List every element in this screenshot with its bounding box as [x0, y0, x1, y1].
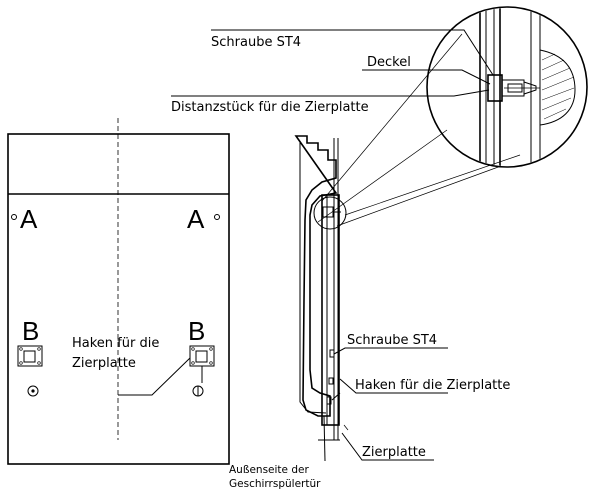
side-hook-marker-2 [326, 396, 332, 405]
door-outer-profile [294, 135, 338, 417]
front-view: A A B B [7, 118, 230, 465]
hook-bracket-right [189, 345, 215, 383]
side-screw-marker [329, 349, 335, 358]
hooks-label-side: Haken für die Zierplatte [355, 378, 510, 393]
side-hook-marker [328, 377, 334, 385]
screw-right [192, 385, 204, 397]
front-hole-a-right [214, 214, 220, 220]
hook-bracket-left [17, 345, 43, 367]
screw-left [27, 385, 39, 397]
cover-leader [362, 69, 491, 85]
letter-a-right: A [187, 204, 205, 234]
outside-leader [323, 415, 326, 462]
hooks-label-front-line2: Zierplatte [72, 356, 136, 371]
hooks-label-front-line1: Haken für die [72, 336, 159, 351]
letter-b-right: B [188, 316, 205, 346]
cover-label: Deckel [367, 55, 411, 70]
detail-view: Schraube ST4 Deckel Distanzstück für die… [171, 6, 588, 227]
front-panel-outline [7, 133, 230, 465]
decor-panel-side [321, 194, 340, 426]
panel-label: Zierplatte [362, 445, 426, 460]
outside-label-line1: Außenseite der [229, 464, 309, 476]
letter-a-left: A [20, 204, 38, 234]
screw-leader-side [333, 347, 448, 355]
detail-ref-circle [313, 196, 347, 230]
hooks-leader-front [118, 357, 191, 396]
outside-label-line2: Geschirrspülertür [229, 478, 321, 490]
spacer-leader [171, 89, 490, 97]
letter-b-left: B [22, 316, 39, 346]
door-inner-profile [299, 142, 327, 414]
screw-label-top: Schraube ST4 [211, 35, 301, 50]
screw-leader-top [211, 29, 494, 76]
hooks-leader-side [339, 378, 448, 394]
spacer-label: Distanzstück für die Zierplatte [171, 100, 369, 115]
screw-label-side: Schraube ST4 [347, 333, 437, 348]
detail-circle [426, 6, 588, 168]
panel-leader [341, 432, 434, 461]
front-hole-a-left [11, 214, 17, 220]
side-view: Schraube ST4 Haken für die Zierplatte Zi… [229, 135, 510, 490]
